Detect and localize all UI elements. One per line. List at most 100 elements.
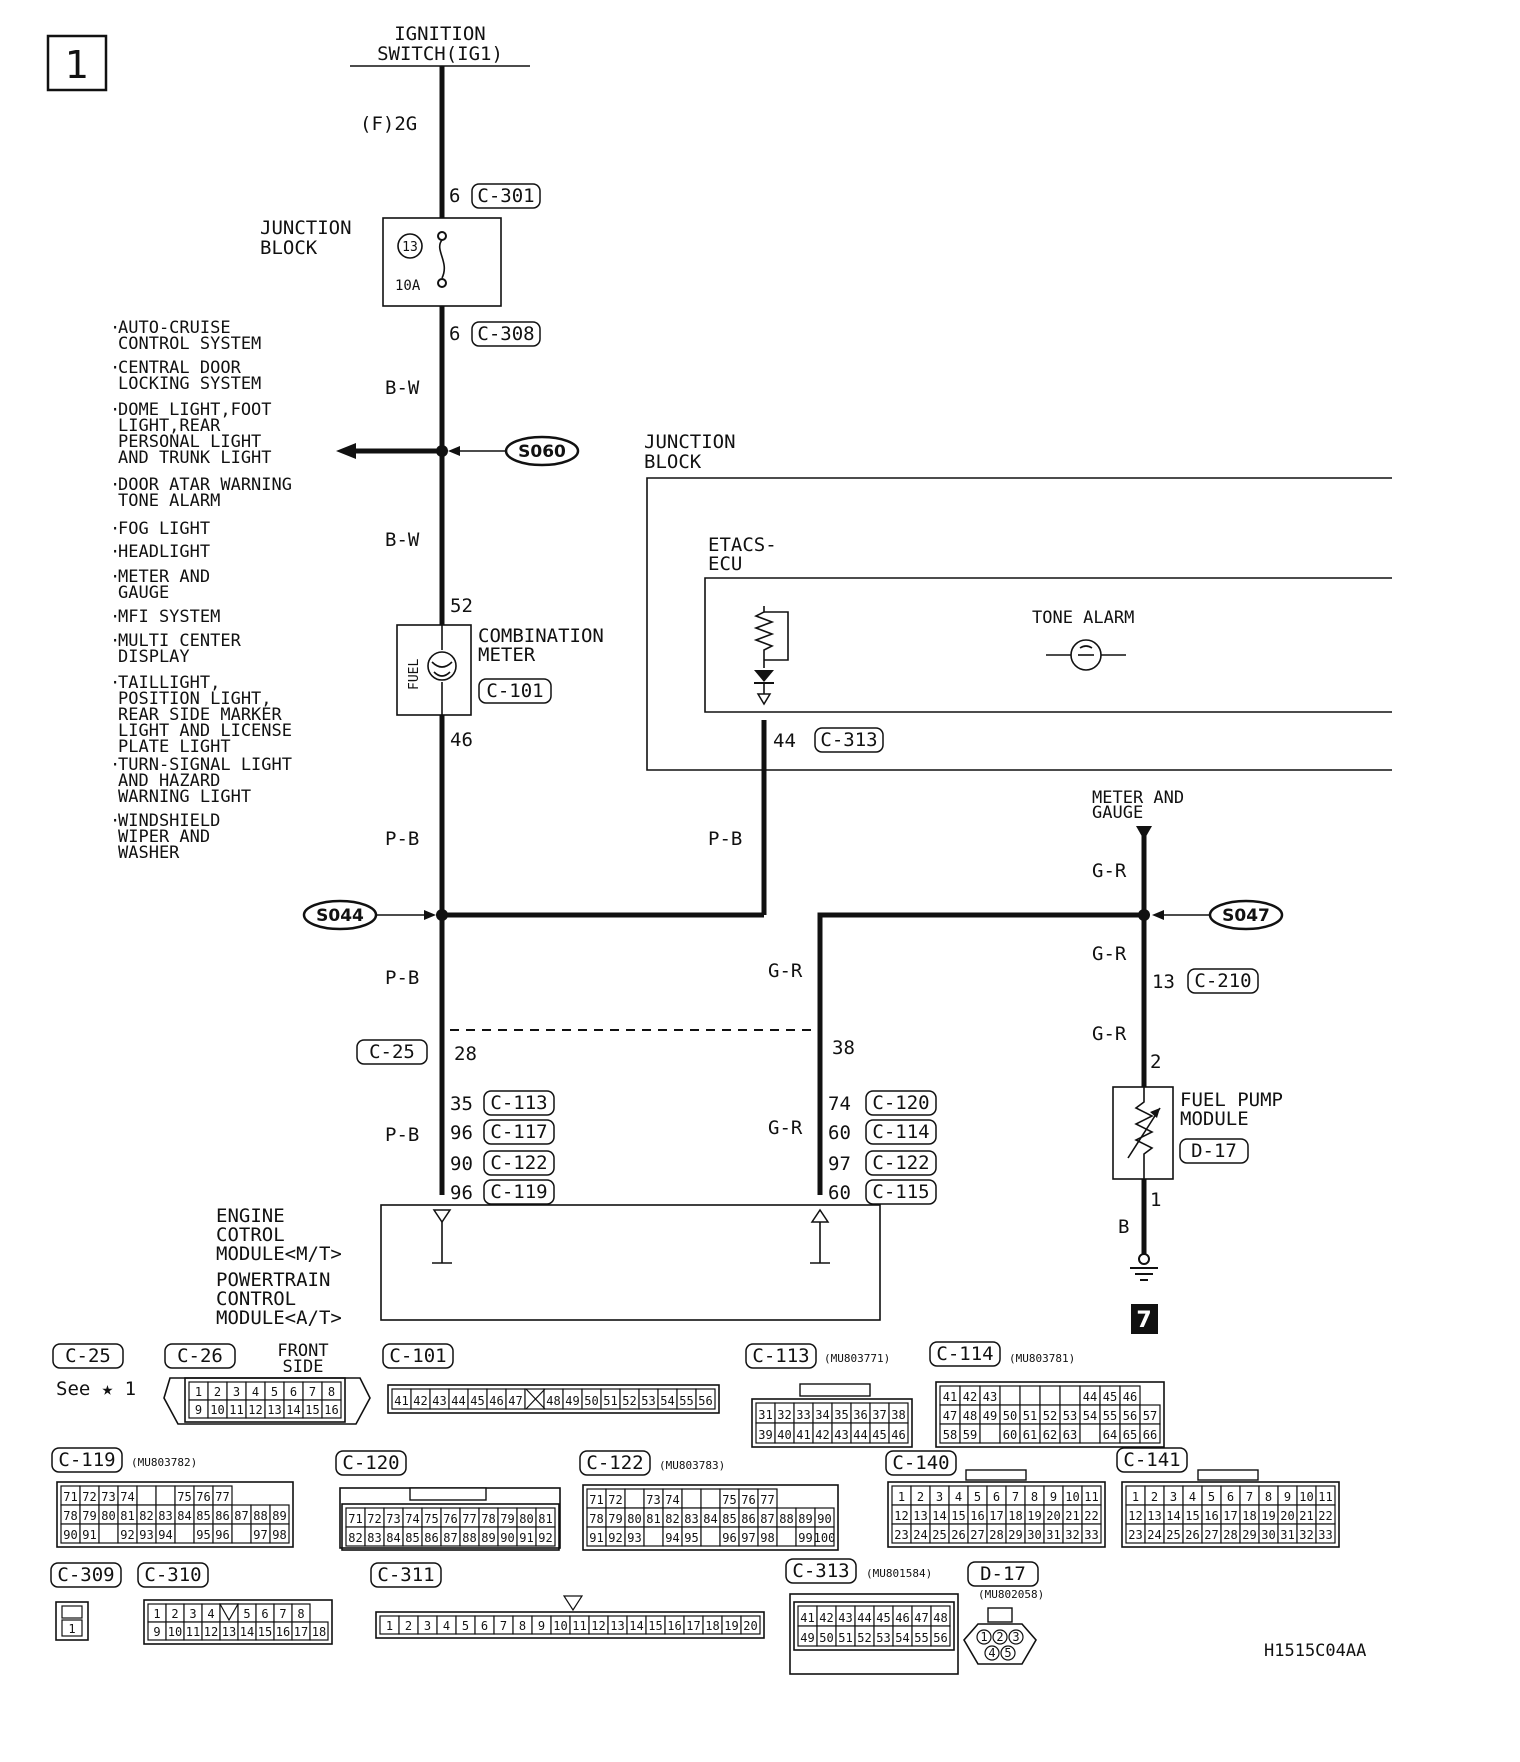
connector-pin-label: 89	[798, 1512, 812, 1526]
system-item-label: WARNING LIGHT	[118, 787, 251, 807]
connector-pin-label: 3	[1170, 1490, 1177, 1504]
connector-pin: 34	[812, 1402, 833, 1424]
connector-pin-label: 2	[917, 1490, 924, 1504]
system-item: ·TAILLIGHT,POSITION LIGHT,REAR SIDE MARK…	[110, 673, 292, 757]
connector-pin: 75	[174, 1485, 195, 1506]
connector-pin: 8	[321, 1381, 342, 1401]
bullet: ·	[110, 542, 120, 562]
meter-conn: C-101	[486, 680, 543, 702]
c25-pin-left: 28	[454, 1043, 477, 1065]
connector-pin-label: 75	[424, 1512, 438, 1526]
tone-alarm-icon	[1046, 639, 1126, 671]
connector-pin-label: 45	[1103, 1390, 1117, 1404]
connector-pin-label: 1	[898, 1490, 905, 1504]
connector-pin: 41	[939, 1385, 961, 1406]
connector-pin-label: 30	[1261, 1528, 1275, 1542]
connector-pin: 88	[776, 1507, 797, 1528]
connector-pin: 17	[1220, 1504, 1241, 1525]
connector-pin: 88	[459, 1526, 480, 1547]
connector-pin: 11	[183, 1621, 203, 1641]
connector-pin-label: 91	[589, 1531, 603, 1545]
connector-pin: 42	[410, 1388, 431, 1410]
connector-pin-label: 88	[462, 1531, 476, 1545]
system-item-label: DOOR ATAR WARNING	[118, 475, 292, 495]
connector-c26-name: C-26	[177, 1345, 223, 1367]
connector-pin: 38	[888, 1402, 909, 1424]
connector-pin-label: 13	[610, 1619, 624, 1633]
connector-pin: 58	[939, 1423, 961, 1444]
connector-pin: 87	[757, 1507, 778, 1528]
systems-arrow	[336, 443, 356, 459]
connector-pin: 3	[1008, 1629, 1024, 1645]
connector-pin: 6	[986, 1485, 1007, 1506]
connector-pin-label: 5	[271, 1385, 278, 1399]
connector-c114-name: C-114	[936, 1343, 993, 1365]
connector-pin: 43	[979, 1385, 1001, 1406]
system-item-label: PLATE LIGHT	[118, 737, 231, 757]
junction-block-1: 13 10A	[382, 217, 502, 307]
connector-pin-label: 13	[913, 1509, 927, 1523]
connector-pin: 1	[976, 1629, 992, 1645]
connector-pin-label: 46	[1123, 1390, 1137, 1404]
connector-pin: 71	[586, 1488, 607, 1509]
connector-pin: 74	[662, 1488, 683, 1509]
connector-pin: 78	[586, 1507, 607, 1528]
tone-alarm-label: TONE ALARM	[1032, 608, 1134, 628]
connector-pin-label: 19	[1261, 1509, 1275, 1523]
connector-pin-label: 52	[857, 1631, 871, 1645]
connector-pin: 48	[930, 1605, 951, 1627]
connector-pin-label: 15	[1185, 1509, 1199, 1523]
connector-pin: 65	[1119, 1423, 1141, 1444]
connector-pin-label: 98	[760, 1531, 774, 1545]
connector-pin-label: 20	[1280, 1509, 1294, 1523]
connector-pin-label: 19	[1027, 1509, 1041, 1523]
bullet: ·	[110, 519, 120, 539]
connector-pin: 31	[1277, 1523, 1298, 1544]
system-item-label: HEADLIGHT	[118, 542, 210, 562]
connector-pin: 46	[1119, 1385, 1141, 1406]
connector-pin: 53	[873, 1625, 894, 1647]
connector-pin-label: 14	[629, 1619, 643, 1633]
connector-pin-label: 4	[443, 1619, 450, 1633]
connector-pin: 27	[1201, 1523, 1222, 1544]
connector-pin-label: 1	[153, 1607, 160, 1621]
bullet: ·	[110, 475, 120, 495]
connector-pin-label: 88	[779, 1512, 793, 1526]
connector-pin-label: 64	[1103, 1428, 1117, 1442]
jb1-label-2: BLOCK	[260, 237, 318, 259]
connector-pin: 9	[531, 1615, 552, 1635]
connector-pin: 98	[269, 1523, 290, 1544]
connector-c309-name: C-309	[57, 1564, 114, 1586]
connector-pin-label: 50	[584, 1394, 598, 1408]
connector-pin-label: 90	[817, 1512, 831, 1526]
ecm-pin-number: 60	[828, 1122, 851, 1144]
connector-pin-label: 32	[1299, 1528, 1313, 1542]
connector-pin-label: 5	[1208, 1490, 1215, 1504]
connector-pin-label: 38	[891, 1408, 905, 1422]
connector-pin: 51	[600, 1388, 621, 1410]
connector-pin-label: 93	[139, 1528, 153, 1542]
connector-pin: 87	[440, 1526, 461, 1547]
connector-pin: 56	[1119, 1404, 1141, 1425]
connector-pin: 52	[619, 1388, 640, 1410]
connector-pin: 80	[516, 1507, 537, 1528]
connector-pin: 2	[165, 1603, 185, 1623]
connector-pin: 30	[1258, 1523, 1279, 1544]
jb1-pin-out: 6	[449, 323, 460, 345]
connector-pin: 86	[421, 1526, 442, 1547]
connector-pin-label: 82	[665, 1512, 679, 1526]
connector-pin-label: 15	[305, 1403, 319, 1417]
connector-pin-label: 76	[443, 1512, 457, 1526]
connector-pin: 96	[719, 1526, 740, 1547]
connector-pin-label: 77	[760, 1493, 774, 1507]
connector-pin-label: 8	[1265, 1490, 1272, 1504]
connector-pin: 4	[1182, 1485, 1203, 1506]
ecm-pin-number: 74	[828, 1093, 851, 1115]
connector-pin: 76	[440, 1507, 461, 1528]
connector-pin	[174, 1523, 195, 1544]
